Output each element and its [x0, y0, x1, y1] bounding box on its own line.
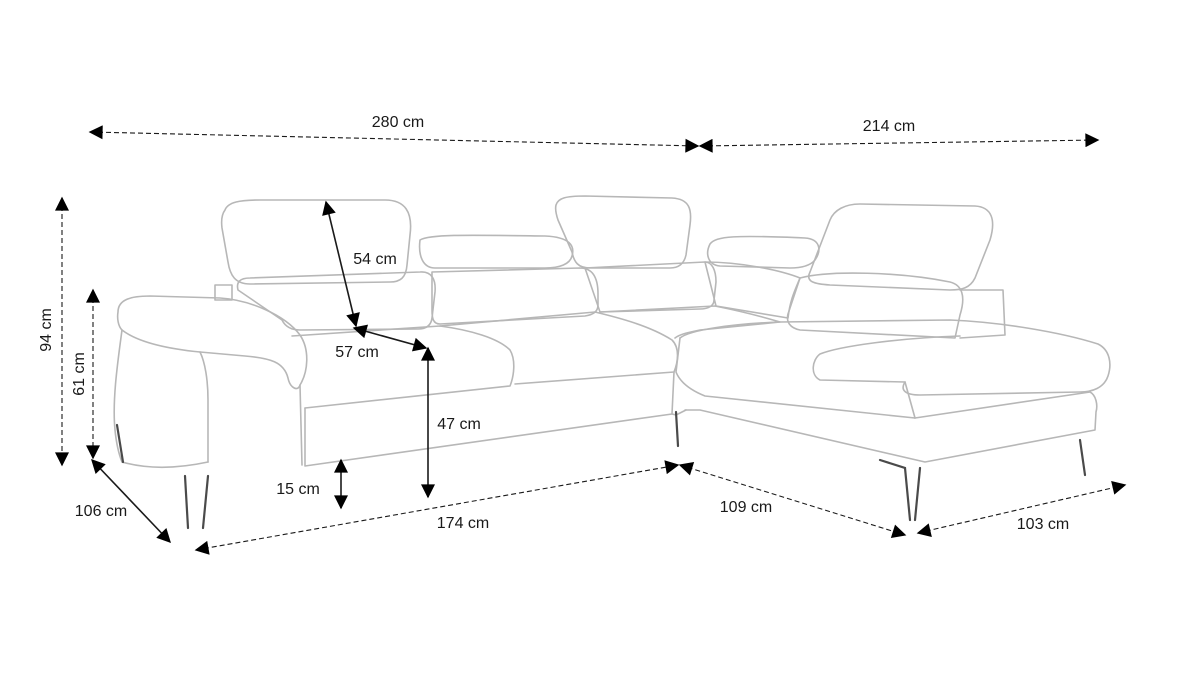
- label-headrest-height: 54 cm: [353, 251, 397, 268]
- dim-line-depth: [91, 458, 171, 544]
- dim-line-front-length: [194, 460, 680, 555]
- dim-line-seat-depth: [352, 324, 428, 352]
- dimension-lines: [55, 125, 1127, 555]
- label-chaise-width: 214 cm: [863, 118, 915, 135]
- label-front-length: 174 cm: [437, 515, 489, 532]
- dim-line-headrest: [322, 200, 360, 328]
- label-leg-height: 15 cm: [276, 481, 320, 498]
- left-arm: [116, 295, 308, 390]
- left-headrest: [220, 199, 412, 285]
- middle-headrest: [554, 195, 692, 269]
- label-total-width: 280 cm: [372, 114, 424, 131]
- label-seat-depth: 57 cm: [335, 344, 379, 361]
- dimension-labels: 280 cm 214 cm 54 cm 57 cm 47 cm 94 cm 61…: [38, 114, 1069, 533]
- label-depth: 106 cm: [75, 503, 127, 520]
- chaise: [679, 319, 1111, 396]
- dim-line-total-width: [88, 125, 700, 153]
- sofa-legs: [115, 410, 1087, 530]
- label-chaise-depth: 103 cm: [1017, 516, 1069, 533]
- label-corner-length: 109 cm: [720, 499, 772, 516]
- right-headrest: [808, 203, 994, 291]
- sofa-outline: [113, 195, 1111, 469]
- dim-line-chaise-depth: [916, 481, 1127, 537]
- dim-line-chaise-width: [698, 133, 1100, 153]
- label-total-height: 94 cm: [38, 308, 55, 352]
- dim-line-corner-length: [678, 462, 907, 538]
- label-height-no-headrest: 61 cm: [71, 352, 88, 396]
- label-seat-height: 47 cm: [437, 416, 481, 433]
